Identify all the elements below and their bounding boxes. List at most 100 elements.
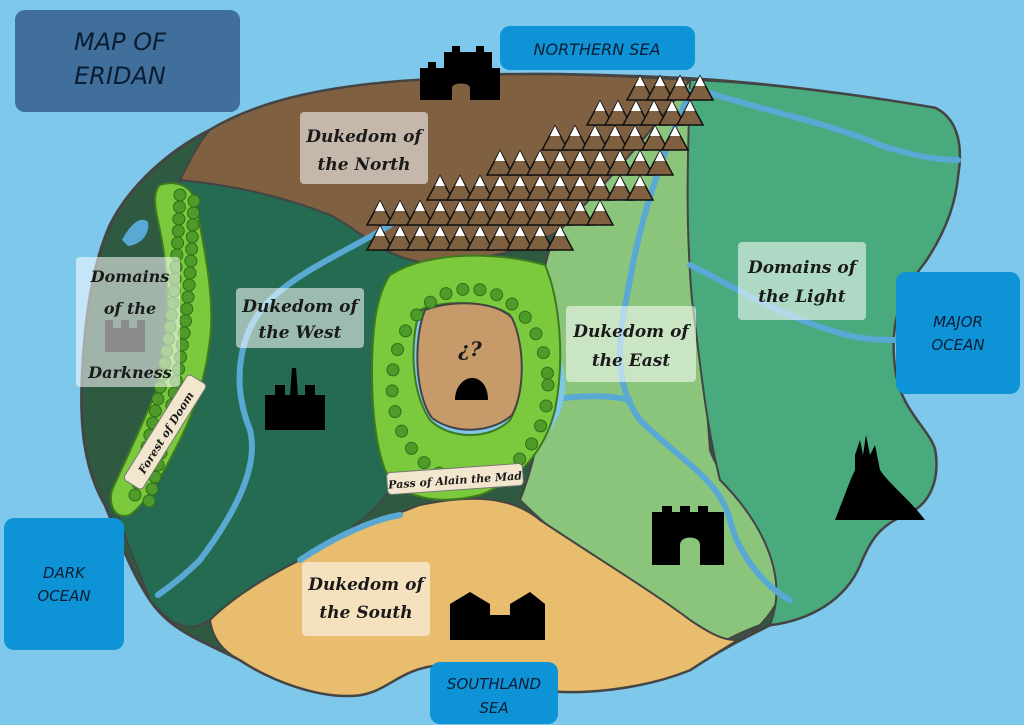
tree-icon [439, 287, 453, 301]
mountain-snow [550, 126, 560, 136]
mountain-icon [565, 199, 595, 226]
mountain-icon [525, 224, 555, 251]
west-label-1: Dukedom of [241, 297, 360, 317]
tree-icon [142, 494, 156, 508]
mountain-icon [505, 224, 535, 251]
east-label-1: Dukedom of [572, 322, 691, 342]
tree-icon [151, 392, 165, 406]
mountain-snow [613, 101, 623, 111]
mountain-snow [495, 176, 505, 186]
mountain-icon [425, 224, 455, 251]
mountain-snow [595, 176, 605, 186]
mountain-icon [385, 224, 415, 251]
southland-sea-label-1: SOUTHLAND [447, 675, 541, 693]
mountain-snow [475, 176, 485, 186]
tree-icon [184, 254, 198, 268]
tree-icon [185, 242, 199, 256]
mountain-icon [465, 224, 495, 251]
tree-icon [180, 302, 194, 316]
tree-icon [186, 218, 200, 232]
tree-icon [529, 327, 543, 341]
tree-icon [456, 282, 470, 296]
mountain-snow [455, 201, 465, 211]
castle-east-icon [652, 506, 724, 565]
east-label-2: the East [592, 351, 670, 371]
dark-ocean-label-1: DARK [43, 564, 86, 582]
tree-icon [525, 437, 539, 451]
mountain-snow [475, 226, 485, 236]
tree-icon [179, 314, 193, 328]
mountain-icon [640, 124, 670, 151]
mountain-icon [620, 124, 650, 151]
tree-icon [391, 343, 405, 357]
mountain-snow [435, 201, 445, 211]
mountain-snow [555, 226, 565, 236]
mountain-icon [560, 124, 590, 151]
mountain-icon [645, 149, 675, 176]
tree-icon [182, 278, 196, 292]
mountain-snow [667, 101, 677, 111]
tree-icon [518, 310, 532, 324]
mountain-snow [375, 226, 385, 236]
mountain-snow [630, 126, 640, 136]
mountain-snow [575, 176, 585, 186]
mountain-snow [615, 151, 625, 161]
map-title-line1: MAP OF [74, 28, 167, 56]
mountain-icon [685, 74, 715, 101]
castle-west-icon [265, 368, 325, 430]
tree-icon [417, 456, 431, 470]
dark-label-2: of the [104, 299, 156, 318]
mountain-icon [580, 124, 610, 151]
north-label-2: the North [318, 155, 411, 175]
tree-icon [536, 346, 550, 360]
tree-icon [172, 200, 186, 214]
mountain-snow [395, 226, 405, 236]
mountain-snow [649, 101, 659, 111]
mountain-snow [655, 151, 665, 161]
mountain-icon [585, 99, 615, 126]
mountain-snow [515, 201, 525, 211]
tree-icon [541, 378, 555, 392]
mountain-snow [415, 226, 425, 236]
mountain-icon [540, 124, 570, 151]
castle-light-icon [835, 435, 925, 520]
tree-icon [388, 405, 402, 419]
major-ocean-box [896, 272, 1020, 394]
tree-icon [171, 236, 185, 250]
mountain-icon [603, 99, 633, 126]
mountain-icon [365, 224, 395, 251]
light-label-2: the Light [758, 287, 846, 307]
mountain-snow [455, 226, 465, 236]
mountain-snow [495, 201, 505, 211]
rivers [155, 87, 961, 603]
south-label-2: the South [319, 603, 412, 623]
mountain-snow [610, 126, 620, 136]
mountain-snow [455, 176, 465, 186]
mountain-snow [535, 226, 545, 236]
mountain-snow [535, 201, 545, 211]
tree-icon [183, 266, 197, 280]
castle-north-icon [420, 46, 500, 100]
mountain-icon [445, 224, 475, 251]
mountain-snow [535, 151, 545, 161]
tree-icon [539, 399, 553, 413]
dark-label-1: Domains [90, 267, 170, 286]
mountain-snow [435, 226, 445, 236]
mountain-icon [485, 224, 515, 251]
mountain-icon [657, 99, 687, 126]
mountain-snow [570, 126, 580, 136]
mountain-snow [515, 151, 525, 161]
southland-sea-box [430, 662, 558, 724]
northern-sea-label: NORTHERN SEA [534, 40, 661, 59]
mountain-snow [555, 201, 565, 211]
tree-icon [171, 224, 185, 238]
tree-icon [395, 424, 409, 438]
mountain-snow [555, 151, 565, 161]
mountain-icon [545, 224, 575, 251]
tree-icon [540, 366, 554, 380]
mountain-snow [395, 201, 405, 211]
central-land [416, 302, 523, 431]
mountain-snow [515, 176, 525, 186]
tree-icon [128, 488, 142, 502]
